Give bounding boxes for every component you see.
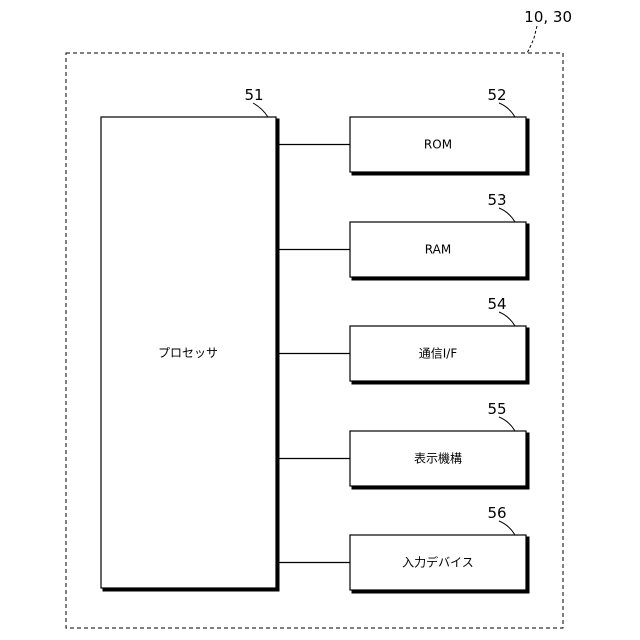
- component-leader-line: [499, 417, 515, 431]
- component-leader-line: [499, 521, 515, 535]
- processor-label: プロセッサ: [158, 346, 218, 360]
- component-reference-numeral: 53: [487, 191, 506, 209]
- device-leader-line: [527, 26, 537, 53]
- component-label: 入力デバイス: [402, 555, 474, 570]
- component-reference-numeral: 56: [487, 504, 506, 522]
- component-reference-numeral: 55: [487, 400, 506, 418]
- component-label: 表示機構: [414, 451, 462, 466]
- component-blocks: ROM 52RAM 53 通信I/F 54 表示機構 55 入力デバイス 56: [278, 86, 528, 592]
- processor-leader-line: [253, 103, 268, 117]
- component-label: RAM: [425, 243, 451, 257]
- component-label: ROM: [424, 138, 452, 152]
- processor-reference-numeral: 51: [244, 86, 263, 104]
- component-leader-line: [499, 312, 515, 326]
- component-label: 通信I/F: [419, 347, 458, 361]
- component-reference-numeral: 54: [487, 295, 506, 313]
- component-block: 入力デバイス 56: [278, 504, 528, 592]
- processor-block: プロセッサ: [101, 117, 278, 590]
- component-leader-line: [499, 208, 515, 222]
- component-block: 通信I/F 54: [278, 295, 528, 383]
- component-block: ROM 52: [278, 86, 528, 174]
- component-leader-line: [499, 103, 515, 117]
- device-reference-numeral: 10, 30: [524, 8, 572, 26]
- component-block: RAM 53: [278, 191, 528, 279]
- component-block: 表示機構 55: [278, 400, 528, 488]
- component-reference-numeral: 52: [487, 86, 506, 104]
